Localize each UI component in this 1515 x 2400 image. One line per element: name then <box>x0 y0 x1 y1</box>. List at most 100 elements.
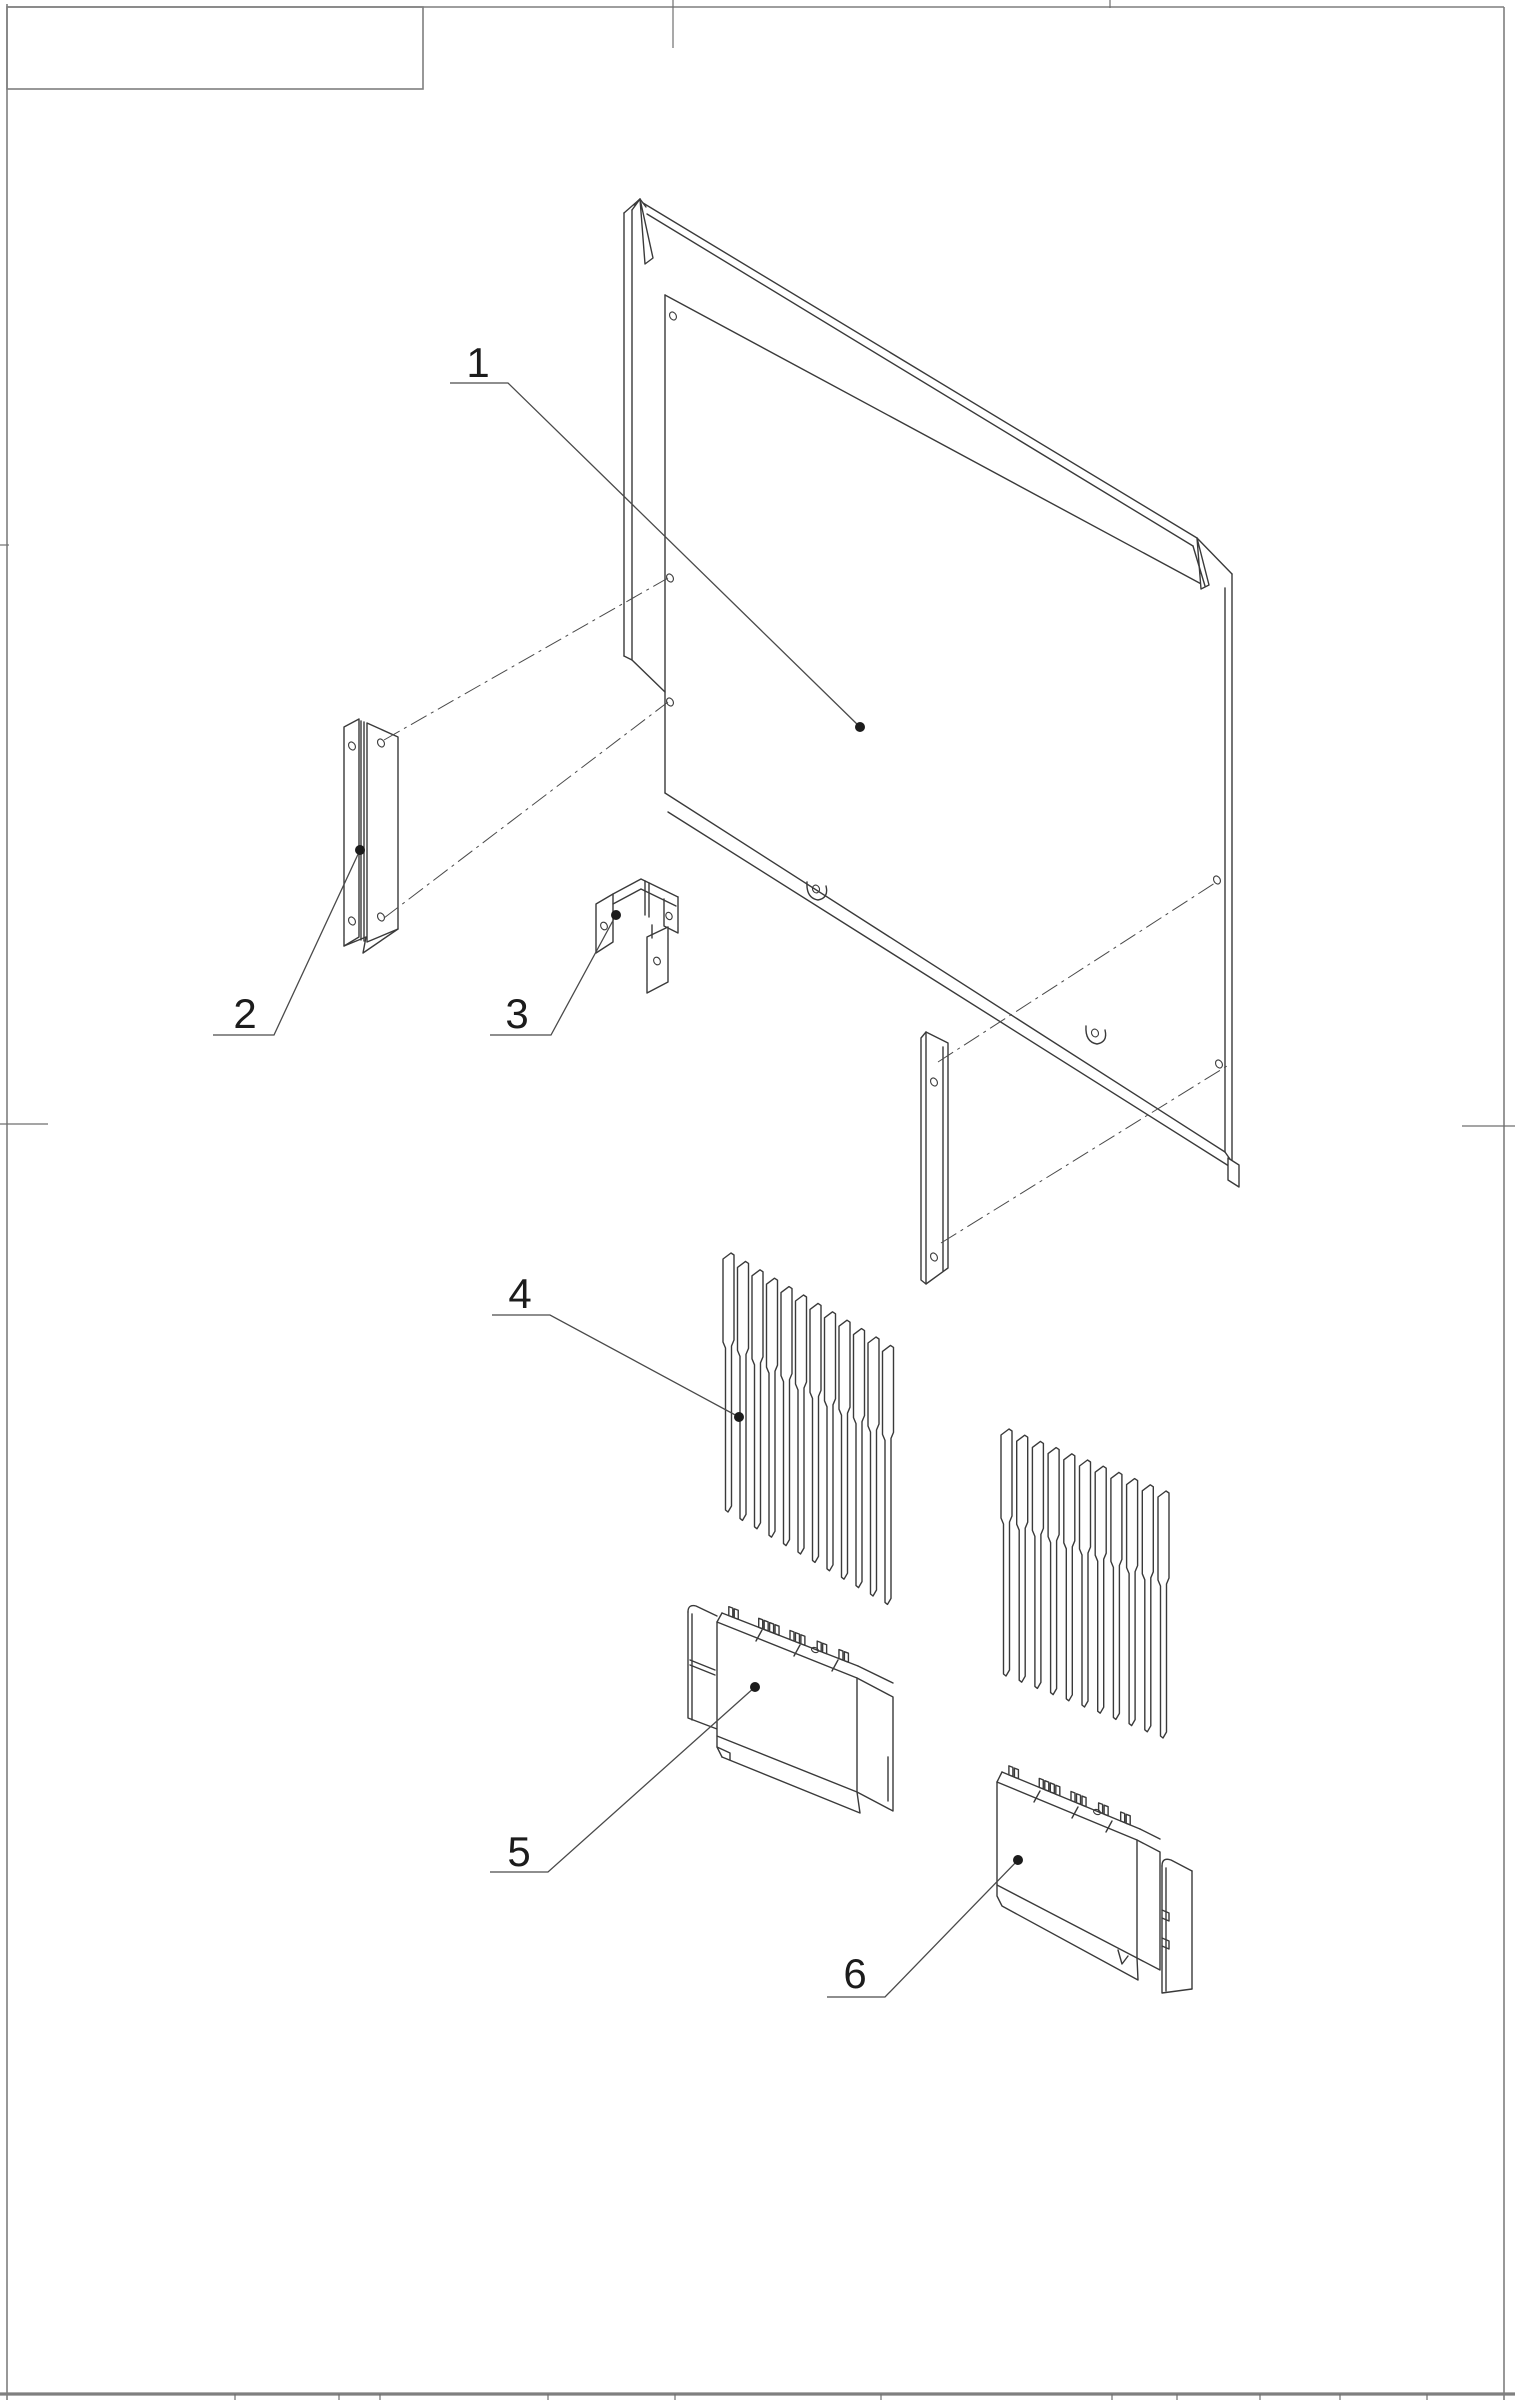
part-4-fin-stack-left <box>722 1252 895 1606</box>
fin-plate <box>867 1336 880 1597</box>
comb-tooth <box>789 1629 795 1642</box>
comb-tooth <box>1103 1804 1109 1817</box>
part-6-heatsink-module-right <box>996 1765 1193 1994</box>
leader-dot <box>734 1412 744 1422</box>
comb-tooth <box>1070 1790 1076 1803</box>
comb-tooth <box>774 1623 780 1636</box>
panel-hole <box>1213 875 1221 885</box>
part-5-heatsink-module-left <box>687 1604 894 1814</box>
leader-dot <box>855 722 865 732</box>
fin-plate <box>852 1327 866 1589</box>
comb-tooth <box>843 1651 850 1663</box>
callout-2: 2 <box>213 845 365 1037</box>
fin-plate <box>765 1277 779 1538</box>
fin-plate <box>1141 1484 1154 1733</box>
fin-plate <box>1047 1446 1060 1696</box>
comb-tooth <box>763 1619 769 1632</box>
fin-plate <box>1000 1428 1013 1677</box>
callout-5: 5 <box>490 1682 760 1875</box>
right-bracket <box>920 1031 949 1285</box>
leader-line <box>490 914 617 1036</box>
comb-tooth <box>1013 1767 1020 1780</box>
callout-3: 3 <box>490 910 621 1037</box>
callout-4: 4 <box>492 1270 744 1422</box>
comb-teeth <box>1008 1765 1131 1826</box>
side-bracket <box>1161 1858 1193 1994</box>
comb-tooth <box>1044 1779 1050 1792</box>
comb-teeth <box>728 1605 850 1663</box>
callouts: 1 2 3 4 5 6 <box>213 339 1023 1998</box>
comb-tooth <box>733 1608 739 1620</box>
part-label-4: 4 <box>508 1270 531 1317</box>
fin-plate <box>809 1302 822 1564</box>
comb-tooth <box>1125 1813 1131 1826</box>
leader-dot <box>750 1682 760 1692</box>
leader-dot <box>611 910 621 920</box>
leader-line <box>213 849 361 1036</box>
leader-line <box>827 1859 1019 1998</box>
panel-hole <box>666 573 674 583</box>
comb-tooth <box>1081 1795 1087 1808</box>
part-1-rear-panel <box>623 198 1240 1188</box>
fin-stack-right <box>1000 1428 1170 1739</box>
part-label-3: 3 <box>505 990 528 1037</box>
fin-plate <box>751 1269 764 1530</box>
panel-hole <box>669 311 677 321</box>
fin-plate <box>1110 1471 1123 1721</box>
comb-tooth <box>794 1631 801 1644</box>
part-label-1: 1 <box>466 339 489 386</box>
comb-tooth <box>1038 1777 1044 1790</box>
fin-plate <box>1031 1440 1045 1690</box>
fin-plate <box>838 1319 851 1580</box>
fin-plate <box>722 1252 735 1513</box>
leader-line <box>490 1686 756 1873</box>
fin-plate <box>1094 1465 1107 1714</box>
part-label-5: 5 <box>507 1828 530 1875</box>
part-2-left-bracket <box>343 718 399 954</box>
comb-tooth <box>816 1640 822 1653</box>
comb-tooth <box>1049 1782 1055 1795</box>
panel-hole <box>1215 1059 1223 1069</box>
comb-tooth <box>1075 1793 1082 1805</box>
fin-plate <box>794 1294 808 1555</box>
fin-plate <box>736 1260 750 1522</box>
callout-6: 6 <box>827 1855 1023 1998</box>
part-label-2: 2 <box>233 990 256 1037</box>
comb-tooth <box>1055 1784 1061 1797</box>
comb-tooth <box>768 1621 775 1634</box>
comb-tooth <box>821 1642 828 1655</box>
rail-tab <box>1085 1025 1107 1045</box>
title-block-column-ticks <box>234 2394 1428 2400</box>
fin-plate <box>1016 1434 1029 1683</box>
comb-tooth <box>1008 1765 1014 1778</box>
fin-plate <box>881 1344 895 1606</box>
comb-tooth <box>1119 1811 1126 1824</box>
comb-tooth <box>728 1605 734 1618</box>
module-face <box>716 1621 858 1793</box>
leader-dot <box>355 845 365 855</box>
callout-1: 1 <box>450 339 865 732</box>
leader-line <box>450 382 861 728</box>
fin-plate <box>1157 1490 1170 1739</box>
fin-plate <box>1078 1459 1092 1708</box>
projection-lines <box>383 577 1228 1244</box>
comb-tooth <box>758 1617 764 1630</box>
fin-plate <box>823 1311 837 1572</box>
part-label-6: 6 <box>843 1950 866 1997</box>
comb-tooth <box>838 1648 844 1661</box>
rail-end-tab <box>1227 1157 1240 1188</box>
module-face <box>996 1781 1138 1959</box>
fin-plate <box>1063 1453 1076 1702</box>
leader-line <box>492 1314 740 1418</box>
part-3-clip-bracket <box>595 878 679 994</box>
rail-tab <box>806 881 828 901</box>
fin-plate <box>1125 1477 1139 1727</box>
fin-plate <box>780 1285 793 1547</box>
leader-dot <box>1013 1855 1023 1865</box>
comb-tooth <box>800 1634 806 1646</box>
panel-hole <box>666 697 674 707</box>
side-bracket <box>687 1604 718 1730</box>
